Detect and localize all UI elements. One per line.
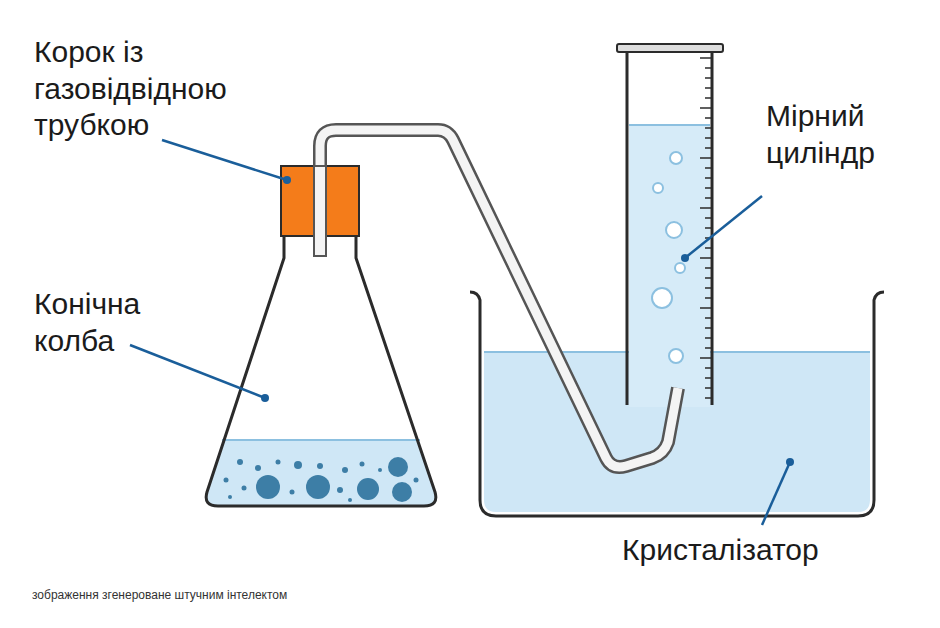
part-label: Кристалізатор <box>622 532 922 569</box>
scale-tick <box>705 77 712 79</box>
scale-tick <box>705 227 712 229</box>
cylinder-rim <box>617 44 723 52</box>
tube-through-stopper <box>314 166 326 256</box>
gas-tube <box>320 130 678 467</box>
part-label: Мірний циліндр <box>766 98 926 171</box>
scale-tick <box>705 317 712 319</box>
scale-tick <box>705 367 712 369</box>
gas-tube-outline <box>320 130 678 467</box>
cylinder-water <box>629 125 710 407</box>
scale-tick <box>705 287 712 289</box>
scale-tick <box>705 187 712 189</box>
scale-tick <box>705 67 712 69</box>
scale-tick <box>700 357 712 359</box>
scale-tick <box>705 247 712 249</box>
scale-tick <box>705 327 712 329</box>
scale-tick <box>705 147 712 149</box>
measuring-cylinder <box>627 52 712 405</box>
scale-tick <box>700 207 712 209</box>
scale-tick <box>705 177 712 179</box>
scale-tick <box>705 347 712 349</box>
part-label: Корок із газовідвідною трубкою <box>34 34 259 144</box>
cylinder-scale <box>700 58 712 398</box>
scale-tick <box>705 97 712 99</box>
scale-tick <box>705 377 712 379</box>
scale-tick <box>705 137 712 139</box>
flask-liquid-surface <box>222 439 420 441</box>
scale-tick <box>705 267 712 269</box>
scale-tick <box>705 127 712 129</box>
scale-tick <box>700 307 712 309</box>
flask-granules <box>224 457 419 502</box>
scale-tick <box>705 277 712 279</box>
watermark: зображення згенероване штучним інтелекто… <box>32 588 432 603</box>
scale-tick <box>700 257 712 259</box>
flask-liquid <box>200 440 440 510</box>
scale-tick <box>705 117 712 119</box>
scale-tick <box>705 197 712 199</box>
scale-tick <box>705 397 712 399</box>
scale-tick <box>700 107 712 109</box>
scale-tick <box>700 57 712 59</box>
gas-bubbles <box>652 152 685 363</box>
scale-tick <box>705 87 712 89</box>
scale-tick <box>705 387 712 389</box>
part-label: Конічна колба <box>34 286 204 359</box>
leader-lines <box>130 140 794 525</box>
conical-flask <box>206 236 436 506</box>
cylinder-water-surface <box>629 124 710 126</box>
scale-tick <box>705 217 712 219</box>
scale-tick <box>700 157 712 159</box>
scale-tick <box>705 337 712 339</box>
scale-tick <box>705 297 712 299</box>
scale-tick <box>705 167 712 169</box>
